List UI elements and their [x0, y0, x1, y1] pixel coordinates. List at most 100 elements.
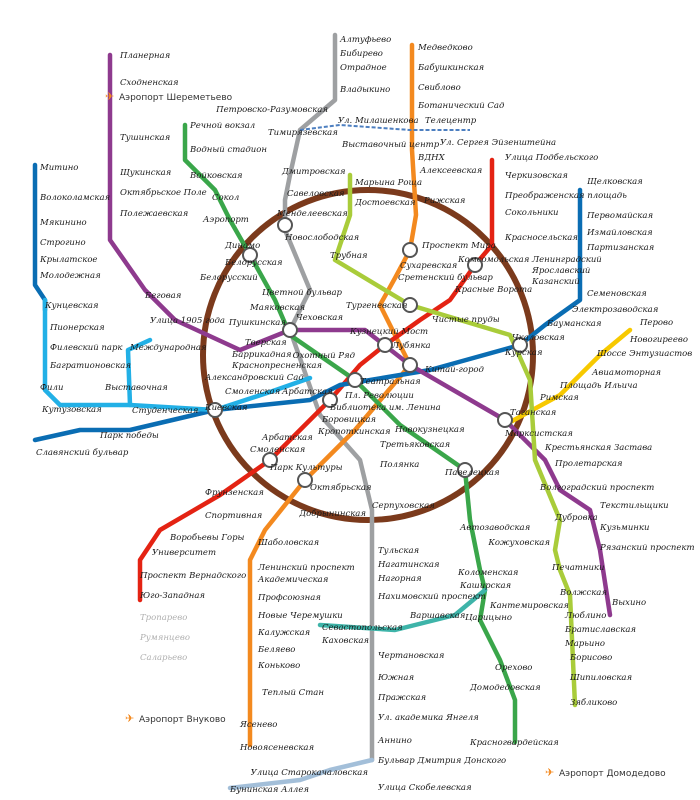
- interchange-marker[interactable]: [467, 257, 483, 273]
- station-label[interactable]: Проспект Вернадского: [139, 571, 246, 581]
- station-label[interactable]: Кропоткинская: [317, 427, 391, 437]
- station-label[interactable]: Дубровка: [554, 512, 598, 523]
- station-label[interactable]: Полежаевская: [119, 209, 189, 219]
- station-label[interactable]: Марьина Роща: [354, 178, 422, 188]
- station-label[interactable]: Коломенская: [457, 568, 519, 578]
- station-label[interactable]: Нагатинская: [377, 560, 440, 570]
- station-label[interactable]: Электрозаводская: [572, 305, 659, 315]
- station-label[interactable]: Марксистская: [504, 429, 573, 439]
- ring-line[interactable]: [200, 187, 536, 523]
- station-label[interactable]: Чеховская: [296, 313, 343, 323]
- station-label[interactable]: Орехово: [495, 663, 532, 673]
- interchange-marker[interactable]: [347, 372, 363, 388]
- station-label[interactable]: Кузнецкий Мост: [349, 327, 428, 337]
- interchange-marker[interactable]: [402, 297, 418, 313]
- station-label[interactable]: Бунинская Аллея: [229, 785, 309, 795]
- station-label[interactable]: Комсомольская: [457, 255, 530, 265]
- station-label[interactable]: Коньково: [257, 661, 300, 671]
- station-label[interactable]: Тимирязевская: [268, 128, 338, 138]
- station-label[interactable]: Боровицкая: [321, 415, 376, 425]
- station-label[interactable]: Римская: [539, 393, 579, 403]
- station-label[interactable]: Кунцевская: [44, 301, 99, 311]
- station-label[interactable]: Октябрьская: [310, 482, 372, 493]
- station-label[interactable]: Белорусский: [199, 273, 258, 283]
- interchange-marker[interactable]: [402, 357, 418, 373]
- station-label[interactable]: Аннино: [377, 736, 412, 746]
- station-label[interactable]: Кутузовская: [41, 405, 102, 415]
- station-label[interactable]: Ленинский проспект: [257, 563, 355, 573]
- station-label[interactable]: Улица Подбельского: [505, 152, 598, 163]
- station-label[interactable]: Сходненская: [120, 78, 179, 88]
- station-label[interactable]: Спортивная: [205, 511, 263, 521]
- station-label[interactable]: Митино: [39, 163, 78, 173]
- station-label[interactable]: Смоленская: [225, 387, 281, 397]
- station-label[interactable]: Теплый Стан: [262, 688, 324, 698]
- station-label[interactable]: Нагорная: [377, 574, 422, 584]
- station-label[interactable]: Красносельская: [504, 233, 578, 243]
- station-label[interactable]: Студенческая: [132, 406, 199, 416]
- station-label[interactable]: Волжская: [559, 588, 607, 598]
- station-label[interactable]: Борисово: [569, 653, 612, 663]
- station-label[interactable]: Пушкинская: [228, 318, 286, 328]
- station-label[interactable]: Печатники: [551, 563, 604, 573]
- station-label[interactable]: Проспект Мира: [421, 241, 496, 251]
- station-label[interactable]: Полянка: [379, 460, 419, 470]
- station-label[interactable]: Фрунзенская: [205, 488, 264, 498]
- station-label[interactable]: Дмитровская: [281, 167, 346, 177]
- station-label[interactable]: Китай-город: [424, 365, 484, 375]
- interchange-marker[interactable]: [322, 392, 338, 408]
- interchange-marker[interactable]: [277, 217, 293, 233]
- station-label[interactable]: Улица Скобелевская: [378, 782, 472, 793]
- station-label[interactable]: Рязанский проспект: [599, 543, 695, 553]
- station-label[interactable]: Шаболовская: [257, 537, 319, 548]
- station-label[interactable]: Петровско-Разумовская: [215, 105, 328, 115]
- station-label[interactable]: Варшавская: [409, 611, 466, 621]
- station-label[interactable]: Фили: [40, 383, 63, 393]
- station-label[interactable]: Театральная: [360, 377, 421, 387]
- station-label[interactable]: Алтуфьево: [339, 35, 391, 45]
- station-label[interactable]: Баррикадная: [231, 350, 292, 360]
- station-label[interactable]: Саларьево: [140, 653, 187, 663]
- station-label[interactable]: Бауманская: [546, 319, 602, 329]
- station-label[interactable]: Улица 1905 года: [150, 316, 225, 326]
- station-label[interactable]: Выставочный центр: [341, 140, 440, 150]
- teal-line[interactable]: [317, 587, 488, 633]
- station-label[interactable]: Отрадное: [340, 63, 387, 73]
- interchange-marker[interactable]: [377, 337, 393, 353]
- station-label[interactable]: Динамо: [224, 241, 260, 251]
- station-label[interactable]: Сокольники: [505, 208, 558, 218]
- interchange-marker[interactable]: [497, 412, 513, 428]
- monorail-line[interactable]: [299, 123, 470, 131]
- station-label[interactable]: Достоевская: [354, 198, 416, 208]
- green-line[interactable]: [182, 122, 518, 745]
- station-label[interactable]: Аэропорт: [202, 215, 249, 225]
- station-label[interactable]: Кантемировская: [489, 601, 569, 611]
- station-label[interactable]: Молодежная: [39, 271, 101, 281]
- station-label[interactable]: Шоссе Энтузиастов: [596, 349, 692, 359]
- station-label[interactable]: Охотный Ряд: [293, 351, 356, 361]
- station-label[interactable]: Новогиреево: [629, 335, 688, 345]
- station-label[interactable]: Речной вокзал: [189, 121, 255, 131]
- station-label[interactable]: Измайловская: [586, 228, 653, 238]
- station-label[interactable]: Зябликово: [570, 697, 617, 708]
- station-label[interactable]: Филевский парк: [50, 343, 123, 353]
- station-label[interactable]: Медведково: [417, 43, 473, 53]
- station-label[interactable]: Юго-Западная: [139, 591, 205, 601]
- interchange-marker[interactable]: [282, 322, 298, 338]
- station-label[interactable]: Чистые пруды: [432, 315, 500, 325]
- station-label[interactable]: Пражская: [377, 693, 426, 703]
- station-label[interactable]: Университет: [152, 548, 216, 558]
- station-label[interactable]: Кожуховская: [487, 538, 550, 548]
- station-label[interactable]: Ярославский: [531, 266, 590, 276]
- station-label[interactable]: Партизанская: [586, 243, 655, 253]
- station-label[interactable]: Казанский: [531, 277, 580, 287]
- station-label[interactable]: Новокузнецкая: [394, 425, 465, 435]
- interchange-marker[interactable]: [402, 242, 418, 258]
- station-label[interactable]: Мякинино: [39, 218, 87, 228]
- station-label[interactable]: Беляево: [257, 645, 295, 655]
- station-label[interactable]: Серпуховская: [372, 501, 435, 511]
- station-label[interactable]: Тушинская: [120, 133, 171, 143]
- station-label[interactable]: Владыкино: [339, 85, 390, 95]
